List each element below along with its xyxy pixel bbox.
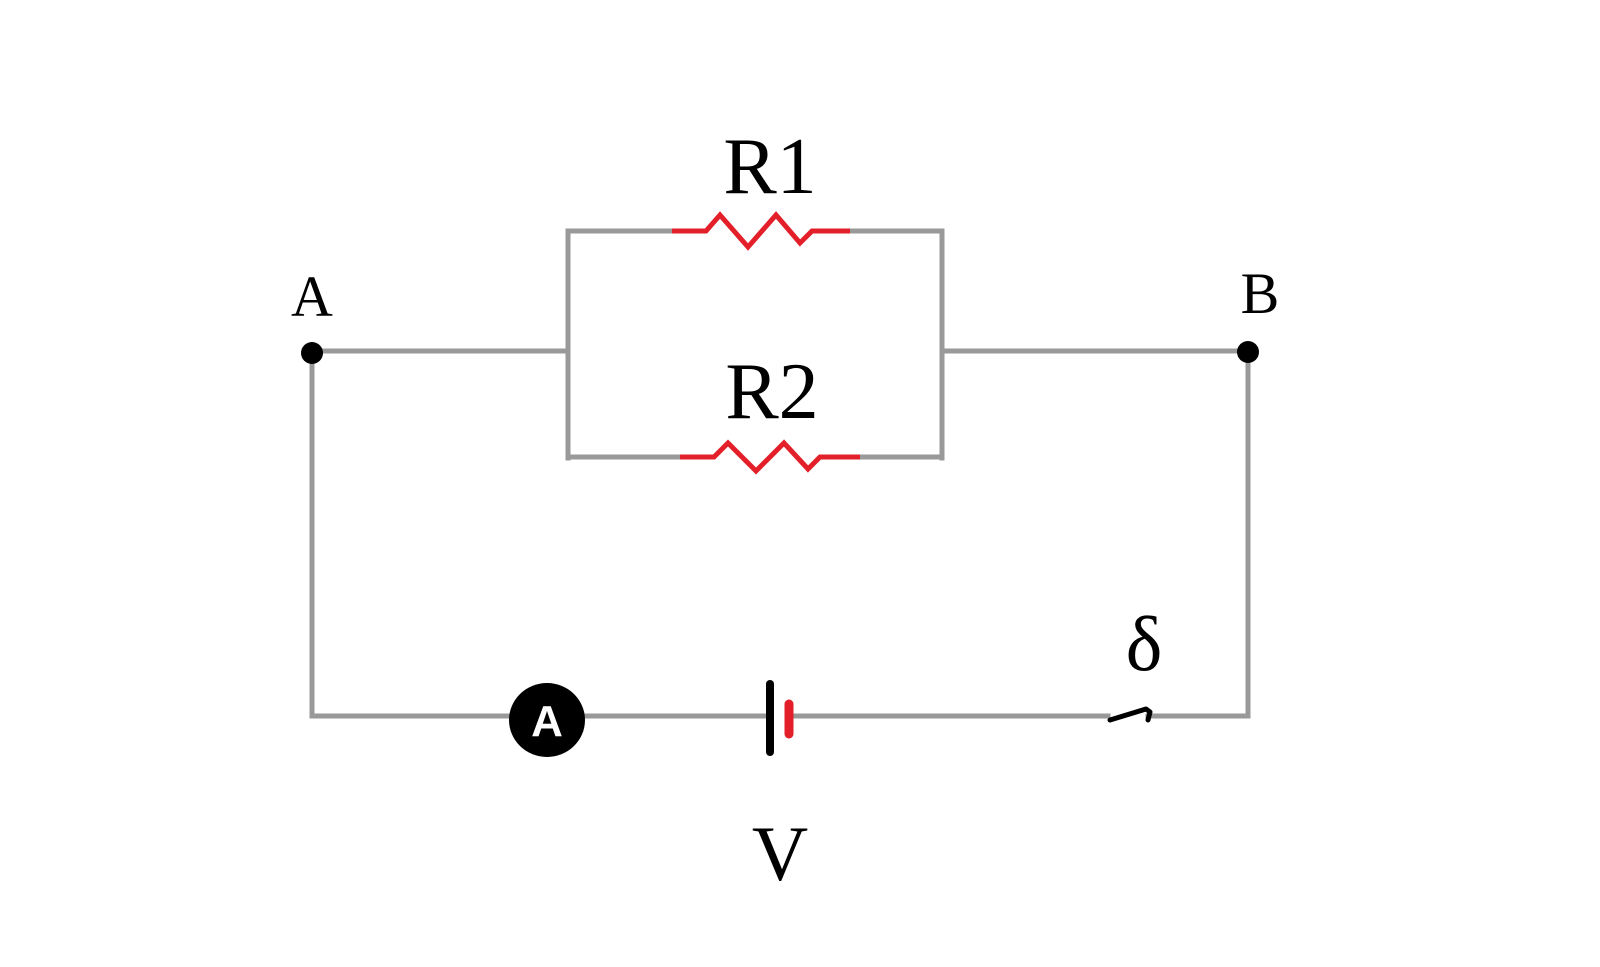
switch (1107, 706, 1153, 723)
resistor-r1-label: R1 (723, 123, 816, 211)
ammeter-body (509, 683, 585, 757)
source-voltage-label: V (752, 810, 808, 897)
node-a-dot (301, 342, 323, 364)
resistor-r2-label: R2 (725, 348, 818, 436)
node-a-label: A (291, 264, 333, 329)
resistor-r2-zigzag (680, 439, 860, 475)
ammeter-letter: A (531, 697, 563, 746)
ammeter: A (509, 683, 585, 757)
resistor-r2 (680, 439, 860, 475)
node-b-dot (1237, 341, 1259, 363)
node-b-label: B (1241, 261, 1280, 326)
switch-lever (1107, 706, 1153, 723)
wires (309, 228, 1251, 719)
resistor-r1-zigzag (672, 211, 850, 251)
resistor-r1 (672, 211, 850, 251)
battery (766, 680, 794, 756)
switch-label: δ (1126, 600, 1163, 687)
